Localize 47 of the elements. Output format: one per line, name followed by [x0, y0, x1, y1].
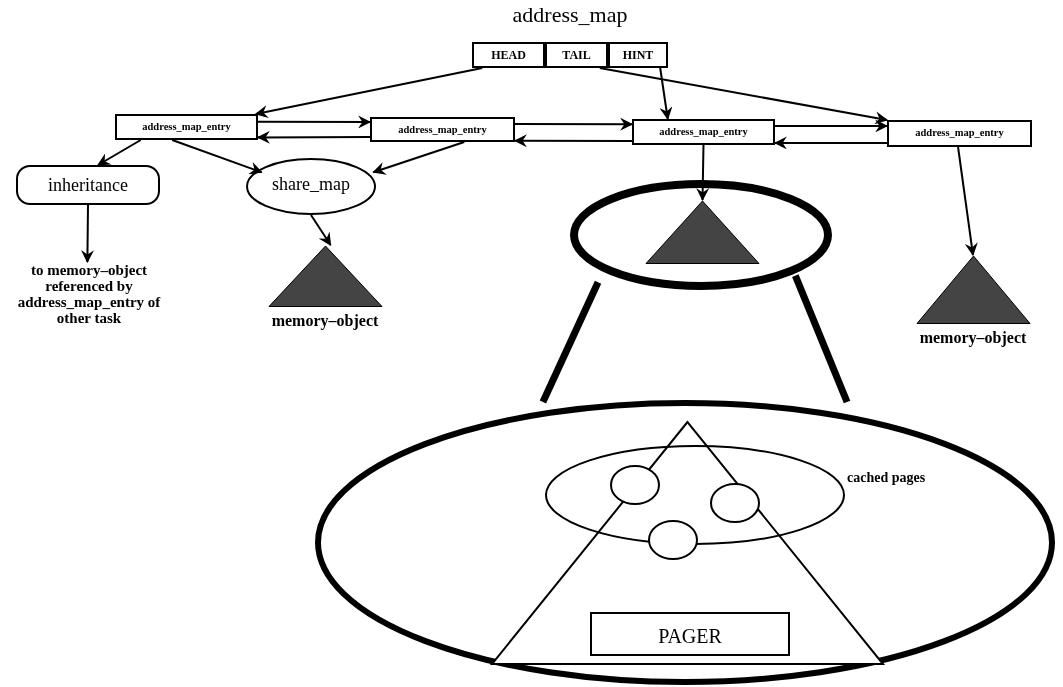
- page-circle: [610, 465, 660, 505]
- record-field: [472, 42, 545, 68]
- ellipse-outline: [570, 180, 832, 290]
- page-circle: [710, 483, 760, 523]
- node-label: memory–object: [270, 312, 380, 330]
- arrow: [696, 144, 710, 202]
- triangle-shape: [645, 200, 760, 264]
- arrow: [372, 141, 466, 175]
- record-field: [608, 42, 668, 68]
- arrow: [97, 139, 142, 166]
- node-label: address_map_entry: [141, 121, 232, 132]
- connector-line: [792, 274, 851, 404]
- arrow: [774, 119, 889, 133]
- arrow: [598, 67, 889, 125]
- ellipse-outline: [315, 400, 1055, 685]
- node-label: address_map_entry: [914, 127, 1005, 138]
- node-label: address_map_entry: [397, 124, 488, 135]
- connector-line: [539, 280, 602, 404]
- arrow: [171, 139, 263, 175]
- node-label: inheritance: [47, 175, 129, 196]
- arrow: [254, 67, 484, 118]
- ellipse-node: [246, 158, 376, 215]
- arrow: [957, 146, 978, 257]
- node-label: PAGER: [657, 625, 723, 648]
- arrow: [513, 134, 633, 148]
- title-label: address_map: [511, 2, 629, 28]
- entry-box: [887, 120, 1032, 147]
- rounded-box: [16, 165, 160, 205]
- arrow: [257, 115, 372, 129]
- node-label: share_map: [271, 174, 351, 195]
- entry-box: [370, 117, 515, 142]
- pager-box: [590, 612, 790, 656]
- arrow: [514, 117, 634, 131]
- text-label: to memory–object referenced by address_map_entry of other task: [16, 262, 162, 326]
- record-field: [545, 42, 608, 68]
- page-circle: [648, 520, 698, 560]
- arrow: [310, 214, 332, 246]
- arrow: [659, 67, 673, 121]
- node-label: memory–object: [918, 329, 1028, 347]
- node-label: cached pages: [847, 470, 926, 486]
- field-label: HINT: [621, 48, 655, 63]
- entry-box: [115, 114, 258, 140]
- entry-box: [632, 119, 775, 145]
- arrow: [81, 204, 94, 264]
- field-label: HEAD: [490, 48, 527, 63]
- node-label: address_map_entry: [658, 126, 749, 137]
- field-label: TAIL: [561, 48, 592, 63]
